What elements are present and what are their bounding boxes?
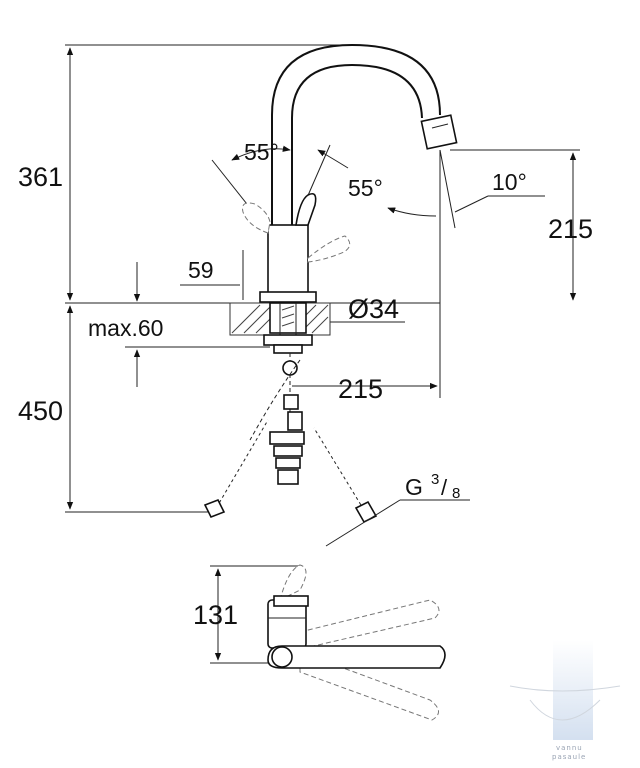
- label-thread-num: 3: [431, 471, 439, 488]
- label-10: 10°: [492, 169, 527, 195]
- label-59: 59: [188, 257, 214, 283]
- faucet-side-view: [242, 43, 458, 303]
- dimension-reach-215: 215: [292, 150, 441, 404]
- label-450: 450: [18, 396, 63, 426]
- dimension-max-60: max.60: [88, 262, 270, 387]
- label-diameter-34: Ø34: [348, 294, 399, 324]
- watermark-line2: pasaule: [552, 753, 586, 761]
- thread-annotation: G 3 / 8: [325, 471, 470, 547]
- watermark-logo: vannu pasaule: [509, 640, 621, 761]
- label-131: 131: [193, 600, 238, 630]
- dimension-hose-450: 450: [18, 305, 215, 513]
- label-thread-den: 8: [452, 485, 460, 502]
- spout-aerator: [420, 114, 458, 150]
- lever-handle: [295, 192, 317, 226]
- dimension-height-215: 215: [450, 149, 593, 301]
- faucet-top-view: 131: [193, 564, 446, 721]
- countertop-section: [229, 302, 331, 354]
- label-max-60: max.60: [88, 315, 163, 341]
- dimension-59: 59: [180, 250, 244, 300]
- label-215-vertical: 215: [548, 214, 593, 244]
- watermark-line1: vannu: [556, 744, 583, 752]
- dimension-height-361: 361: [18, 44, 360, 301]
- label-55-right: 55°: [348, 175, 383, 201]
- label-55-left: 55°: [244, 139, 279, 165]
- angle-55-right: 55°: [305, 144, 437, 217]
- dimension-diameter-34: Ø34: [250, 294, 405, 326]
- label-215-horizontal: 215: [338, 374, 383, 404]
- svg-text:/: /: [441, 475, 448, 500]
- supply-connections: [203, 353, 378, 524]
- label-thread-g: G: [405, 474, 423, 500]
- label-361: 361: [18, 162, 63, 192]
- angle-10: 10°: [439, 149, 545, 229]
